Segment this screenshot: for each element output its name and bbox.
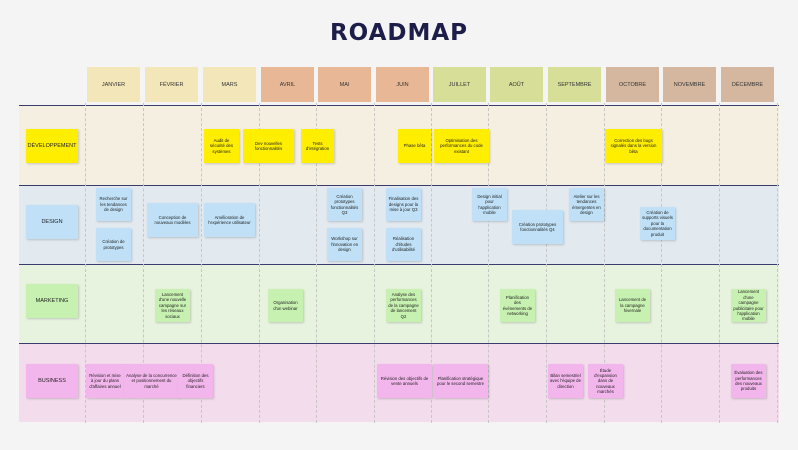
month-header: NOVEMBRE [663, 67, 716, 102]
sticky-note[interactable]: Phase bêta [398, 129, 431, 163]
sticky-note[interactable]: Création prototypes fonctionnalités Q3 [327, 188, 362, 221]
sticky-note[interactable]: Définition des objectifs financiers [178, 364, 213, 398]
column-divider [604, 103, 605, 423]
page-title: ROADMAP [329, 20, 469, 46]
column-divider [143, 103, 144, 423]
sticky-note[interactable]: Réalisation d'études d'utilisabilité [386, 228, 421, 261]
column-divider [431, 103, 432, 423]
column-divider [719, 103, 720, 423]
column-divider [777, 103, 778, 423]
month-header: JUIN [376, 67, 429, 102]
sticky-note[interactable]: Planification des événements de networki… [500, 289, 535, 322]
sticky-note[interactable]: Création prototypes fonctionnalités Q4 [512, 210, 563, 244]
sticky-note[interactable]: Création de prototypes [96, 228, 131, 261]
row-label[interactable]: DESIGN [26, 205, 78, 239]
sticky-note[interactable]: Étude d'expansion dans de nouveaux march… [588, 364, 623, 398]
sticky-note[interactable]: Recherche sur les tendances de design [96, 188, 131, 221]
sticky-note[interactable]: Analyse de la concurrence et positionnem… [124, 364, 179, 398]
sticky-note[interactable]: Évaluation des performances des nouveaux… [731, 364, 766, 398]
sticky-note[interactable]: Révision et mise à jour du plans d'affai… [86, 364, 124, 398]
month-header: MAI [318, 67, 371, 102]
sticky-note[interactable]: Tests d'intégration [301, 129, 334, 163]
sticky-note[interactable]: Planification stratégique pour le second… [433, 364, 488, 398]
month-header: JUILLET [433, 67, 486, 102]
sticky-note[interactable]: Workshop sur l'innovation en design [327, 228, 362, 261]
month-header: OCTOBRE [606, 67, 659, 102]
lane-divider [19, 105, 779, 106]
sticky-note[interactable]: Révision des objectifs de vente annuels [377, 364, 432, 398]
sticky-note[interactable]: Lancement de la campagne hivernale [615, 289, 650, 322]
sticky-note[interactable]: Analyse des performances de la campagne … [386, 289, 421, 322]
column-divider [546, 103, 547, 423]
lane-divider [19, 343, 779, 344]
sticky-note[interactable]: Conception de nouveaux modèles [147, 203, 198, 237]
column-divider [85, 103, 86, 423]
row-label[interactable]: MARKETING [26, 284, 78, 318]
month-header: AVRIL [261, 67, 314, 102]
row-label[interactable]: DÉVELOPPEMENT [26, 129, 78, 163]
month-header: DÉCEMBRE [721, 67, 774, 102]
sticky-note[interactable]: Bilan semestriel avec l'équipe de direct… [548, 364, 583, 398]
month-header: FÉVRIER [145, 67, 198, 102]
column-divider [316, 103, 317, 423]
month-header: SEPTEMBRE [548, 67, 601, 102]
sticky-note[interactable]: Atelier sur les tendances émergentes en … [569, 188, 604, 221]
sticky-note[interactable]: Lancement d'une campagne publicitaire po… [731, 289, 766, 322]
sticky-note[interactable]: Design initial pour l'application mobile [472, 188, 507, 221]
column-divider [661, 103, 662, 423]
lane-divider [19, 185, 779, 186]
column-divider [374, 103, 375, 423]
column-divider [488, 103, 489, 423]
month-header: MARS [203, 67, 256, 102]
column-divider [259, 103, 260, 423]
sticky-note[interactable]: Organisation d'un webinar [268, 289, 303, 322]
row-label[interactable]: BUSINESS [26, 364, 78, 398]
sticky-note[interactable]: Optimisation des performances du code ex… [434, 129, 489, 163]
sticky-note[interactable]: Création de supports visuels pour la doc… [640, 207, 675, 240]
sticky-note[interactable]: Finalisation des designs pour la mise à … [386, 188, 421, 221]
sticky-note[interactable]: Lancement d'une nouvelle campagne sur le… [155, 289, 190, 322]
sticky-note[interactable]: Amélioration de l'expérience utilisateur [204, 203, 255, 237]
lane-divider [19, 264, 779, 265]
column-divider [201, 103, 202, 423]
sticky-note[interactable]: Dev nouvelles fonctionnalités [243, 129, 294, 163]
month-header: AOÛT [490, 67, 543, 102]
month-header: JANVIER [87, 67, 140, 102]
sticky-note[interactable]: Audit de sécurité des systèmes [204, 129, 239, 163]
sticky-note[interactable]: Correction des bugs signalés dans la ver… [605, 129, 662, 163]
